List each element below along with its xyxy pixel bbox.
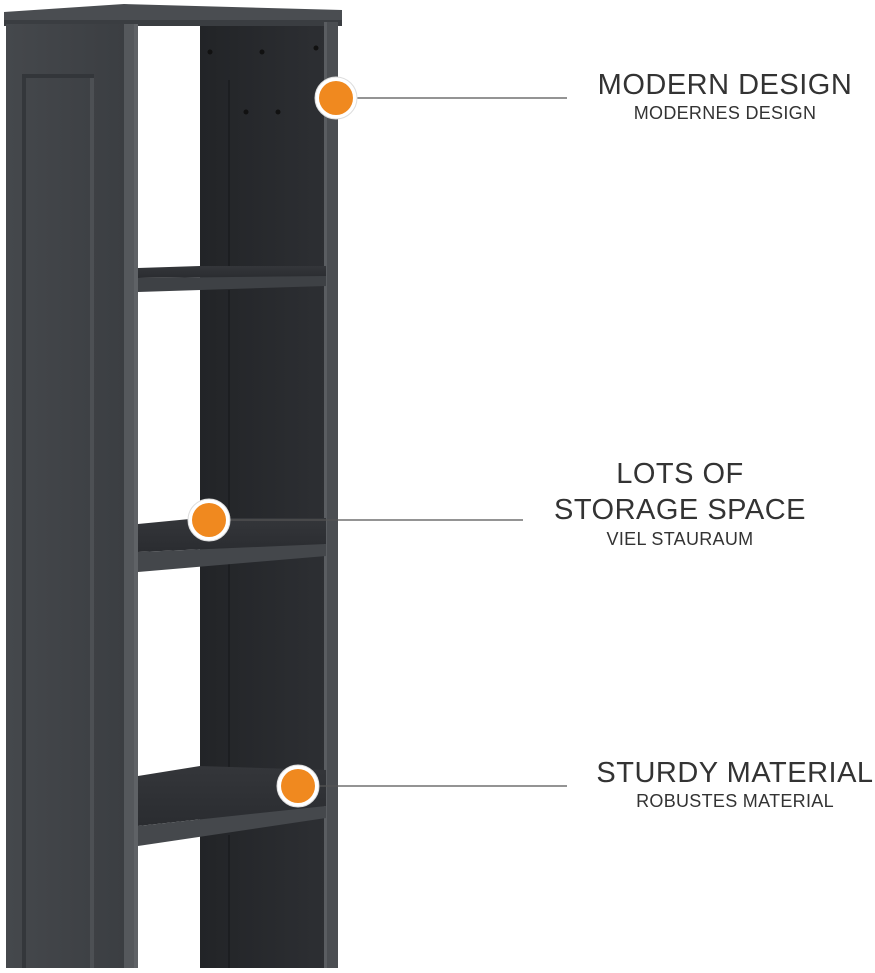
callout-storage-space: LOTS OF STORAGE SPACE VIEL STAURAUM: [530, 456, 830, 550]
callout-marker-icon: [187, 498, 231, 542]
callout-subtitle: VIEL STAURAUM: [606, 529, 754, 549]
callout-title-line1: LOTS OF: [616, 458, 744, 490]
callout-marker-icon: [314, 76, 358, 120]
callout-subtitle: ROBUSTES MATERIAL: [636, 791, 834, 811]
callout-sturdy-material: STURDY MATERIAL ROBUSTES MATERIAL: [585, 756, 875, 812]
callout-title: STURDY MATERIAL: [596, 757, 874, 789]
cabinet-right-edge: [324, 22, 338, 968]
shelf-1: [138, 266, 326, 292]
shelf-2: [138, 518, 326, 572]
callout-title: MODERN DESIGN: [597, 69, 853, 101]
callout-modern-design: MODERN DESIGN MODERNES DESIGN: [575, 68, 875, 124]
cabinet-side-panel: [6, 24, 138, 968]
callout-marker-icon: [276, 764, 320, 808]
cabinet-top: [4, 4, 342, 26]
callout-subtitle: MODERNES DESIGN: [633, 103, 817, 123]
callout-title-line2: STORAGE SPACE: [554, 494, 806, 526]
